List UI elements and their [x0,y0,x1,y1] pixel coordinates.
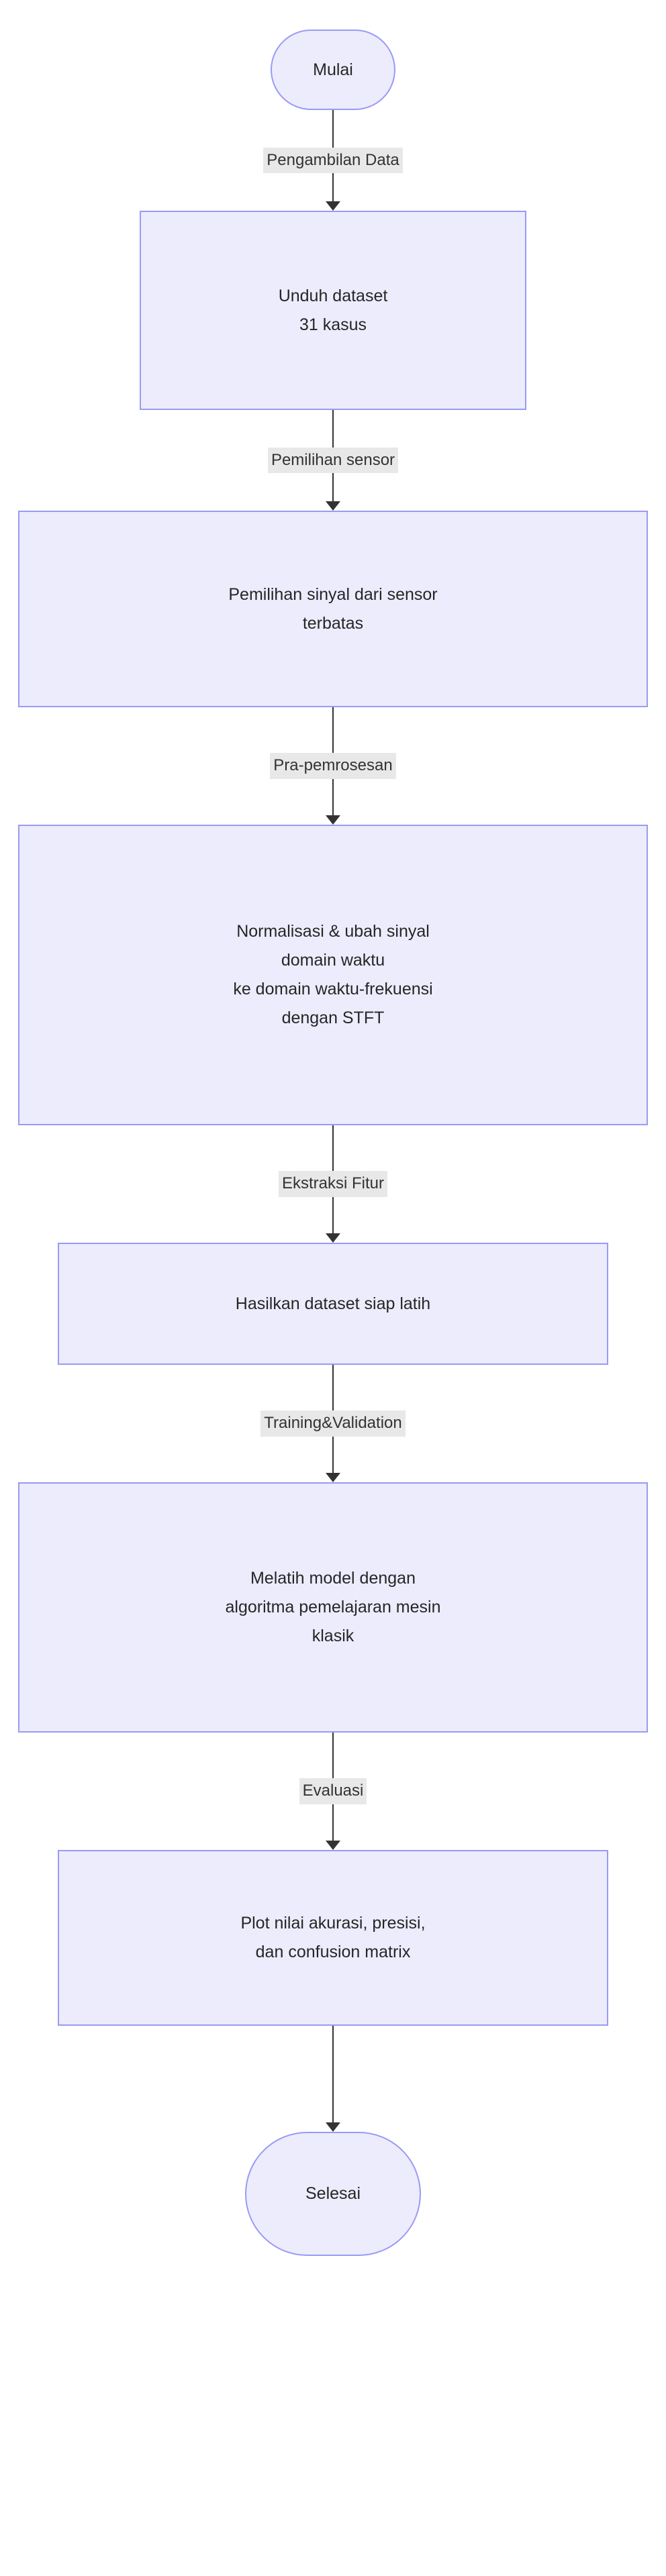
edge-ekstraksi-fitur: Ekstraksi Fitur [0,1125,666,1243]
node-selesai-label: Selesai [305,2184,361,2203]
edge-training-validation: Training&Validation [0,1365,666,1482]
edge-line [332,2026,334,2124]
arrowhead-icon [326,1473,340,1482]
edge-pra-pemrosesan: Pra-pemrosesan [0,707,666,825]
edge-label-pengambilan-data: Pengambilan Data [263,147,403,174]
edge-evaluasi: Evaluasi [0,1733,666,1850]
node-melatih-model[interactable]: Melatih model dengan algoritma pemelajar… [18,1482,648,1733]
node-pemilihan-sinyal[interactable]: Pemilihan sinyal dari sensor terbatas [18,511,648,707]
edge-label-pemilihan-sensor: Pemilihan sensor [267,447,399,474]
node-melatih-model-label: Melatih model dengan algoritma pemelajar… [225,1569,441,1645]
node-dataset-siap-latih[interactable]: Hasilkan dataset siap latih [58,1243,608,1365]
node-dataset-siap-latih-label: Hasilkan dataset siap latih [235,1294,431,1313]
node-plot-evaluasi[interactable]: Plot nilai akurasi, presisi, dan confusi… [58,1850,608,2026]
arrowhead-icon [326,501,340,511]
arrowhead-icon [326,2122,340,2132]
edge-pengambilan-data: Pengambilan Data [0,110,666,211]
node-mulai-label: Mulai [313,60,353,79]
edge-plot-to-selesai [0,2026,666,2132]
arrowhead-icon [326,815,340,825]
edge-label-ekstraksi-fitur: Ekstraksi Fitur [278,1171,387,1197]
node-selesai[interactable]: Selesai [245,2132,421,2256]
edge-label-training-validation: Training&Validation [260,1410,406,1437]
arrowhead-icon [326,1841,340,1850]
node-mulai[interactable]: Mulai [271,30,395,110]
node-pemilihan-sinyal-label: Pemilihan sinyal dari sensor terbatas [228,584,438,633]
edge-pemilihan-sensor: Pemilihan sensor [0,410,666,511]
edge-label-pra-pemrosesan: Pra-pemrosesan [270,753,396,779]
arrowhead-icon [326,201,340,211]
node-unduh-dataset-label: Unduh dataset 31 kasus [278,286,388,334]
arrowhead-icon [326,1233,340,1243]
node-normalisasi-stft[interactable]: Normalisasi & ubah sinyal domain waktu k… [18,825,648,1125]
node-unduh-dataset[interactable]: Unduh dataset 31 kasus [140,211,526,410]
node-plot-evaluasi-label: Plot nilai akurasi, presisi, dan confusi… [240,1914,426,1961]
node-normalisasi-stft-label: Normalisasi & ubah sinyal domain waktu k… [233,922,433,1027]
edge-label-evaluasi: Evaluasi [299,1778,367,1804]
